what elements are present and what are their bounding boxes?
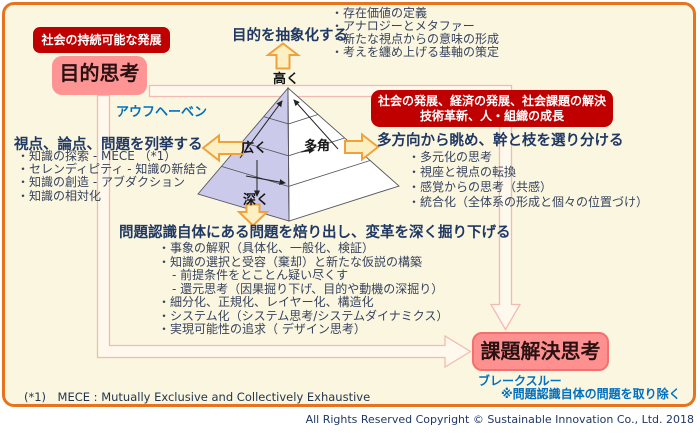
bullet-item: ・知識の選択と受容（棄却）と新たな仮説の構築: [158, 254, 423, 269]
bullet-item: ・知識の相対化: [17, 188, 102, 203]
bullet-item: ・考えを纏め上げる基軸の策定: [331, 45, 500, 59]
multi-view-heading: 多方向から眺め、幹と枝を選り分ける: [377, 133, 624, 149]
social-development-badge: 社会の発展、経済の発展、社会課題の解決 技術革新、人・組織の成長: [371, 90, 613, 127]
bottom-bullet-list: ・事象の解釈（具体化、一般化、検証） ・知識の選択と受容（棄却）と新たな仮説の構…: [158, 241, 449, 337]
footnote: (*1) MECE : Mutually Exclusive and Colle…: [24, 390, 371, 404]
pyramid-label-wide: 広く: [241, 141, 268, 156]
bullet-item: ・事象の解釈（具体化、一般化、検証）: [158, 241, 375, 255]
abstract-purpose-heading: 目的を抽象化する: [232, 28, 348, 44]
badge-line: 社会の発展、経済の発展、社会課題の解決: [377, 94, 606, 108]
pyramid-label-multi: 多角: [304, 139, 331, 154]
bullet-item: ・アナロジーとメタファー: [331, 19, 475, 33]
purpose-thinking-box: 目的思考: [52, 56, 147, 95]
bullet-item: ・視座と視点の転換: [408, 165, 517, 179]
copyright: All Rights Reserved Copyright © Sustaina…: [305, 413, 694, 426]
bullet-item: ・統合化（全体系の形成と個々の位置づけ）: [408, 195, 649, 209]
bullet-item: ・知識の創造 - アブダクション: [17, 175, 185, 190]
aufheben-label: アウフヘーベン: [116, 105, 208, 120]
dig-deep-heading: 問題認識自体にある問題を焙り出し、変革を深く掘り下げる: [119, 225, 511, 241]
bullet-subitem: - 還元思考（因果掘り下げ、目的や動機の深掘り）: [172, 281, 444, 296]
bullet-subitem: - 前提条件をとことん疑い尽くす: [172, 268, 349, 282]
bullet-item: ・存在価値の定義: [331, 6, 428, 20]
left-bullet-list: ・知識の探索 - MECE （*1） ・セレンディピティ - 知識の新結合 ・知…: [17, 149, 207, 203]
right-bullet-list: ・多元化の思考 ・視座と視点の転換 ・感覚からの思考（共感） ・統合化（全体系の…: [408, 150, 648, 210]
bullet-item: ・多元化の思考: [408, 150, 493, 164]
bullet-item: ・細分化、正規化、レイヤー化、構造化: [158, 295, 374, 309]
bullet-item: ・新たな視点からの意味の形成: [331, 32, 500, 46]
problem-solving-box: 課題解決思考: [472, 332, 609, 371]
bullet-item: ・システム化（システム思考/システムダイナミクス）: [158, 308, 449, 323]
bullet-item: ・実現可能性の追求（ デザイン思考）: [158, 322, 366, 336]
pyramid-label-high: 高く: [272, 72, 299, 87]
sustainable-development-badge: 社会の持続可能な発展: [33, 27, 170, 53]
breakthrough-label: ブレークスルー: [478, 374, 562, 388]
breakthrough-note: ※問題認識自体の問題を取り除く: [501, 387, 681, 401]
badge-line: 技術革新、人・組織の成長: [419, 109, 564, 123]
top-bullet-list: ・存在価値の定義 ・アナロジーとメタファー ・新たな視点からの意味の形成 ・考え…: [331, 7, 499, 59]
pyramid-label-deep: 深く: [243, 193, 270, 208]
bullet-item: ・感覚からの思考（共感）: [408, 180, 553, 194]
